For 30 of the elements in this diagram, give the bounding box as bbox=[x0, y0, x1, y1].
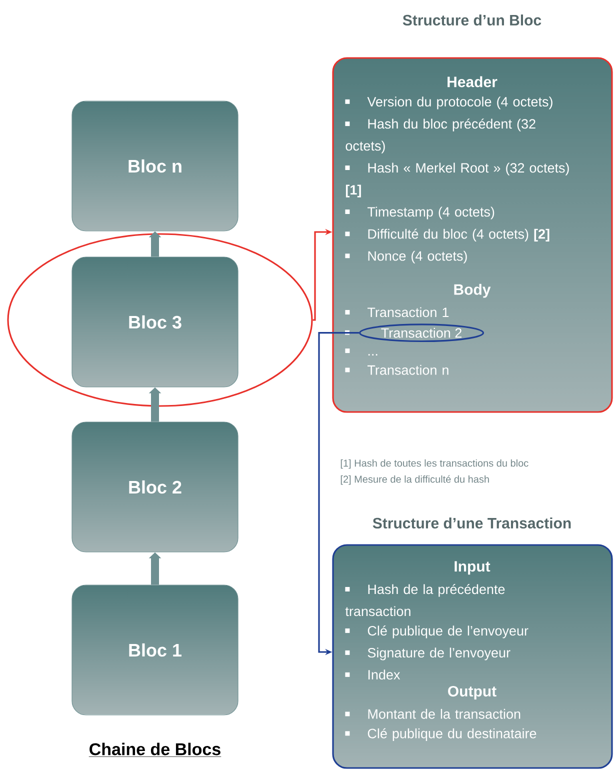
bullet-item: Hash du bloc précédent (32 octets) bbox=[345, 118, 536, 154]
block-box: Bloc 3 bbox=[72, 256, 238, 388]
bullet-item: Hash « Merkel Root » (32 octets) [1] bbox=[345, 162, 569, 198]
caption: Chaine de Blocs bbox=[88, 742, 222, 757]
block-box: Bloc 2 bbox=[72, 422, 238, 552]
bullet-item: Clé publique du destinataire bbox=[345, 728, 536, 741]
bullet-item: ... bbox=[345, 348, 378, 356]
section-heading: Output bbox=[448, 686, 496, 700]
bullet-item: Version du protocole (4 octets) bbox=[345, 96, 552, 110]
bullet-item: Montant de la transaction bbox=[345, 708, 520, 719]
panel-title: Structure d’une Transaction bbox=[372, 518, 571, 528]
bullet-item: Hash de la précédente transaction bbox=[345, 584, 505, 616]
highlight-ellipse bbox=[7, 233, 313, 407]
bullet-item: Clé publique de l’envoyeur bbox=[345, 626, 528, 638]
bullet-item: Transaction n bbox=[345, 364, 448, 375]
section-heading: Header bbox=[448, 76, 498, 88]
bullet-item: Transaction 1 bbox=[345, 307, 449, 318]
footnote: [1] Hash de toutes les transactions du bloc bbox=[340, 459, 528, 469]
footnote: [2] Mesure de la difficulté du hash bbox=[340, 475, 489, 485]
bullet-item: Index bbox=[345, 670, 400, 680]
highlighted-item: Transaction 2 bbox=[359, 324, 484, 342]
bullet-item: Nonce (4 octets) bbox=[345, 250, 467, 264]
bullet-item: Timestamp (4 octets) bbox=[345, 206, 494, 220]
section-heading: Body bbox=[454, 284, 491, 298]
bullet-item: Difficulté du bloc (4 octets) [2] bbox=[345, 228, 550, 242]
section-heading: Input bbox=[454, 561, 490, 575]
panel-title: Structure d’un Bloc bbox=[402, 14, 542, 26]
block-box: Bloc 1 bbox=[72, 584, 238, 716]
bullet-item: Signature de l’envoyeur bbox=[345, 648, 510, 660]
block-box: Bloc n bbox=[72, 100, 238, 232]
